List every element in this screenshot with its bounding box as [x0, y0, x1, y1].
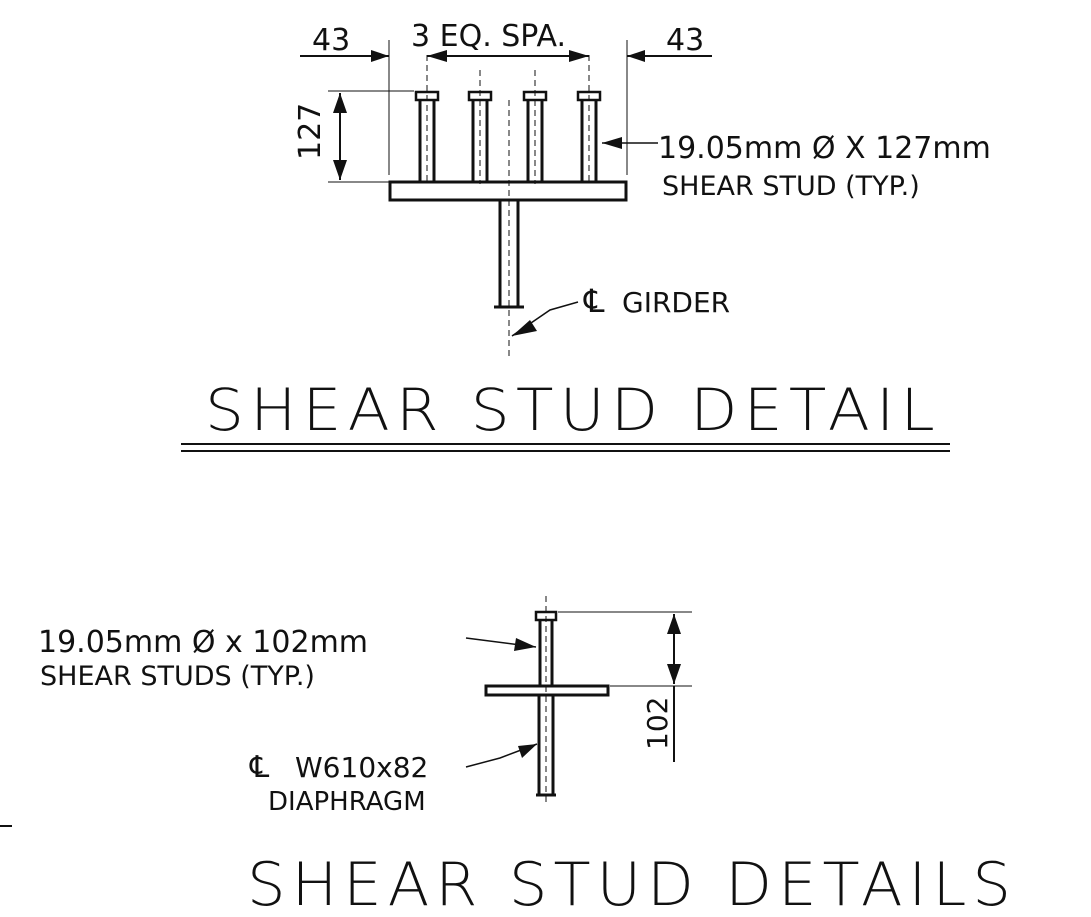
diaphragm-label-line2: DIAPHRAGM	[268, 787, 426, 817]
diaphragm-flange	[484, 684, 610, 697]
arrowhead	[427, 50, 447, 62]
arrowhead	[371, 50, 389, 62]
stud-note-line1: 19.05mm Ø x 102mm	[38, 625, 368, 660]
dim-text-eq-spa: 3 EQ. SPA.	[411, 19, 566, 54]
diaphragm-label-line1: W610x82	[295, 751, 428, 784]
arrowhead	[667, 614, 681, 634]
shear-stud-4	[576, 90, 602, 182]
dim-text-102: 102	[641, 697, 674, 750]
stud-note-line1: 19.05mm Ø X 127mm	[658, 131, 991, 166]
dim-text-43-right: 43	[666, 23, 704, 58]
stud-note-line2: SHEAR STUDS (TYP.)	[40, 661, 315, 692]
arrowhead	[518, 744, 537, 758]
dim-text-127: 127	[293, 103, 328, 160]
details-title: SHEAR STUD DETAILS	[247, 850, 1017, 917]
arrowhead	[667, 664, 681, 684]
arrowhead	[333, 93, 347, 113]
arrowhead	[602, 137, 622, 149]
arrowhead	[512, 320, 537, 336]
girder-label: GIRDER	[622, 286, 730, 319]
centerline-symbol: ℄	[249, 750, 269, 785]
shear-stud-detail-top: 43 3 EQ. SPA. 43 127 19.05mm Ø X 127mm S…	[181, 19, 991, 452]
arrowhead	[514, 638, 536, 651]
shear-stud-detail-bottom: 102 19.05mm Ø x 102mm SHEAR STUDS (TYP.)…	[0, 596, 1017, 917]
centerline-symbol: ℄	[583, 282, 605, 320]
arrowhead	[333, 160, 347, 180]
stud-centerlines	[426, 55, 590, 356]
arrowhead	[627, 50, 645, 62]
dim-text-43-left: 43	[312, 23, 350, 58]
stud-note-line2: SHEAR STUD (TYP.)	[662, 171, 920, 202]
girder-top-flange	[388, 180, 628, 202]
detail-title: SHEAR STUD DETAIL	[205, 376, 941, 444]
arrowhead	[569, 50, 589, 62]
